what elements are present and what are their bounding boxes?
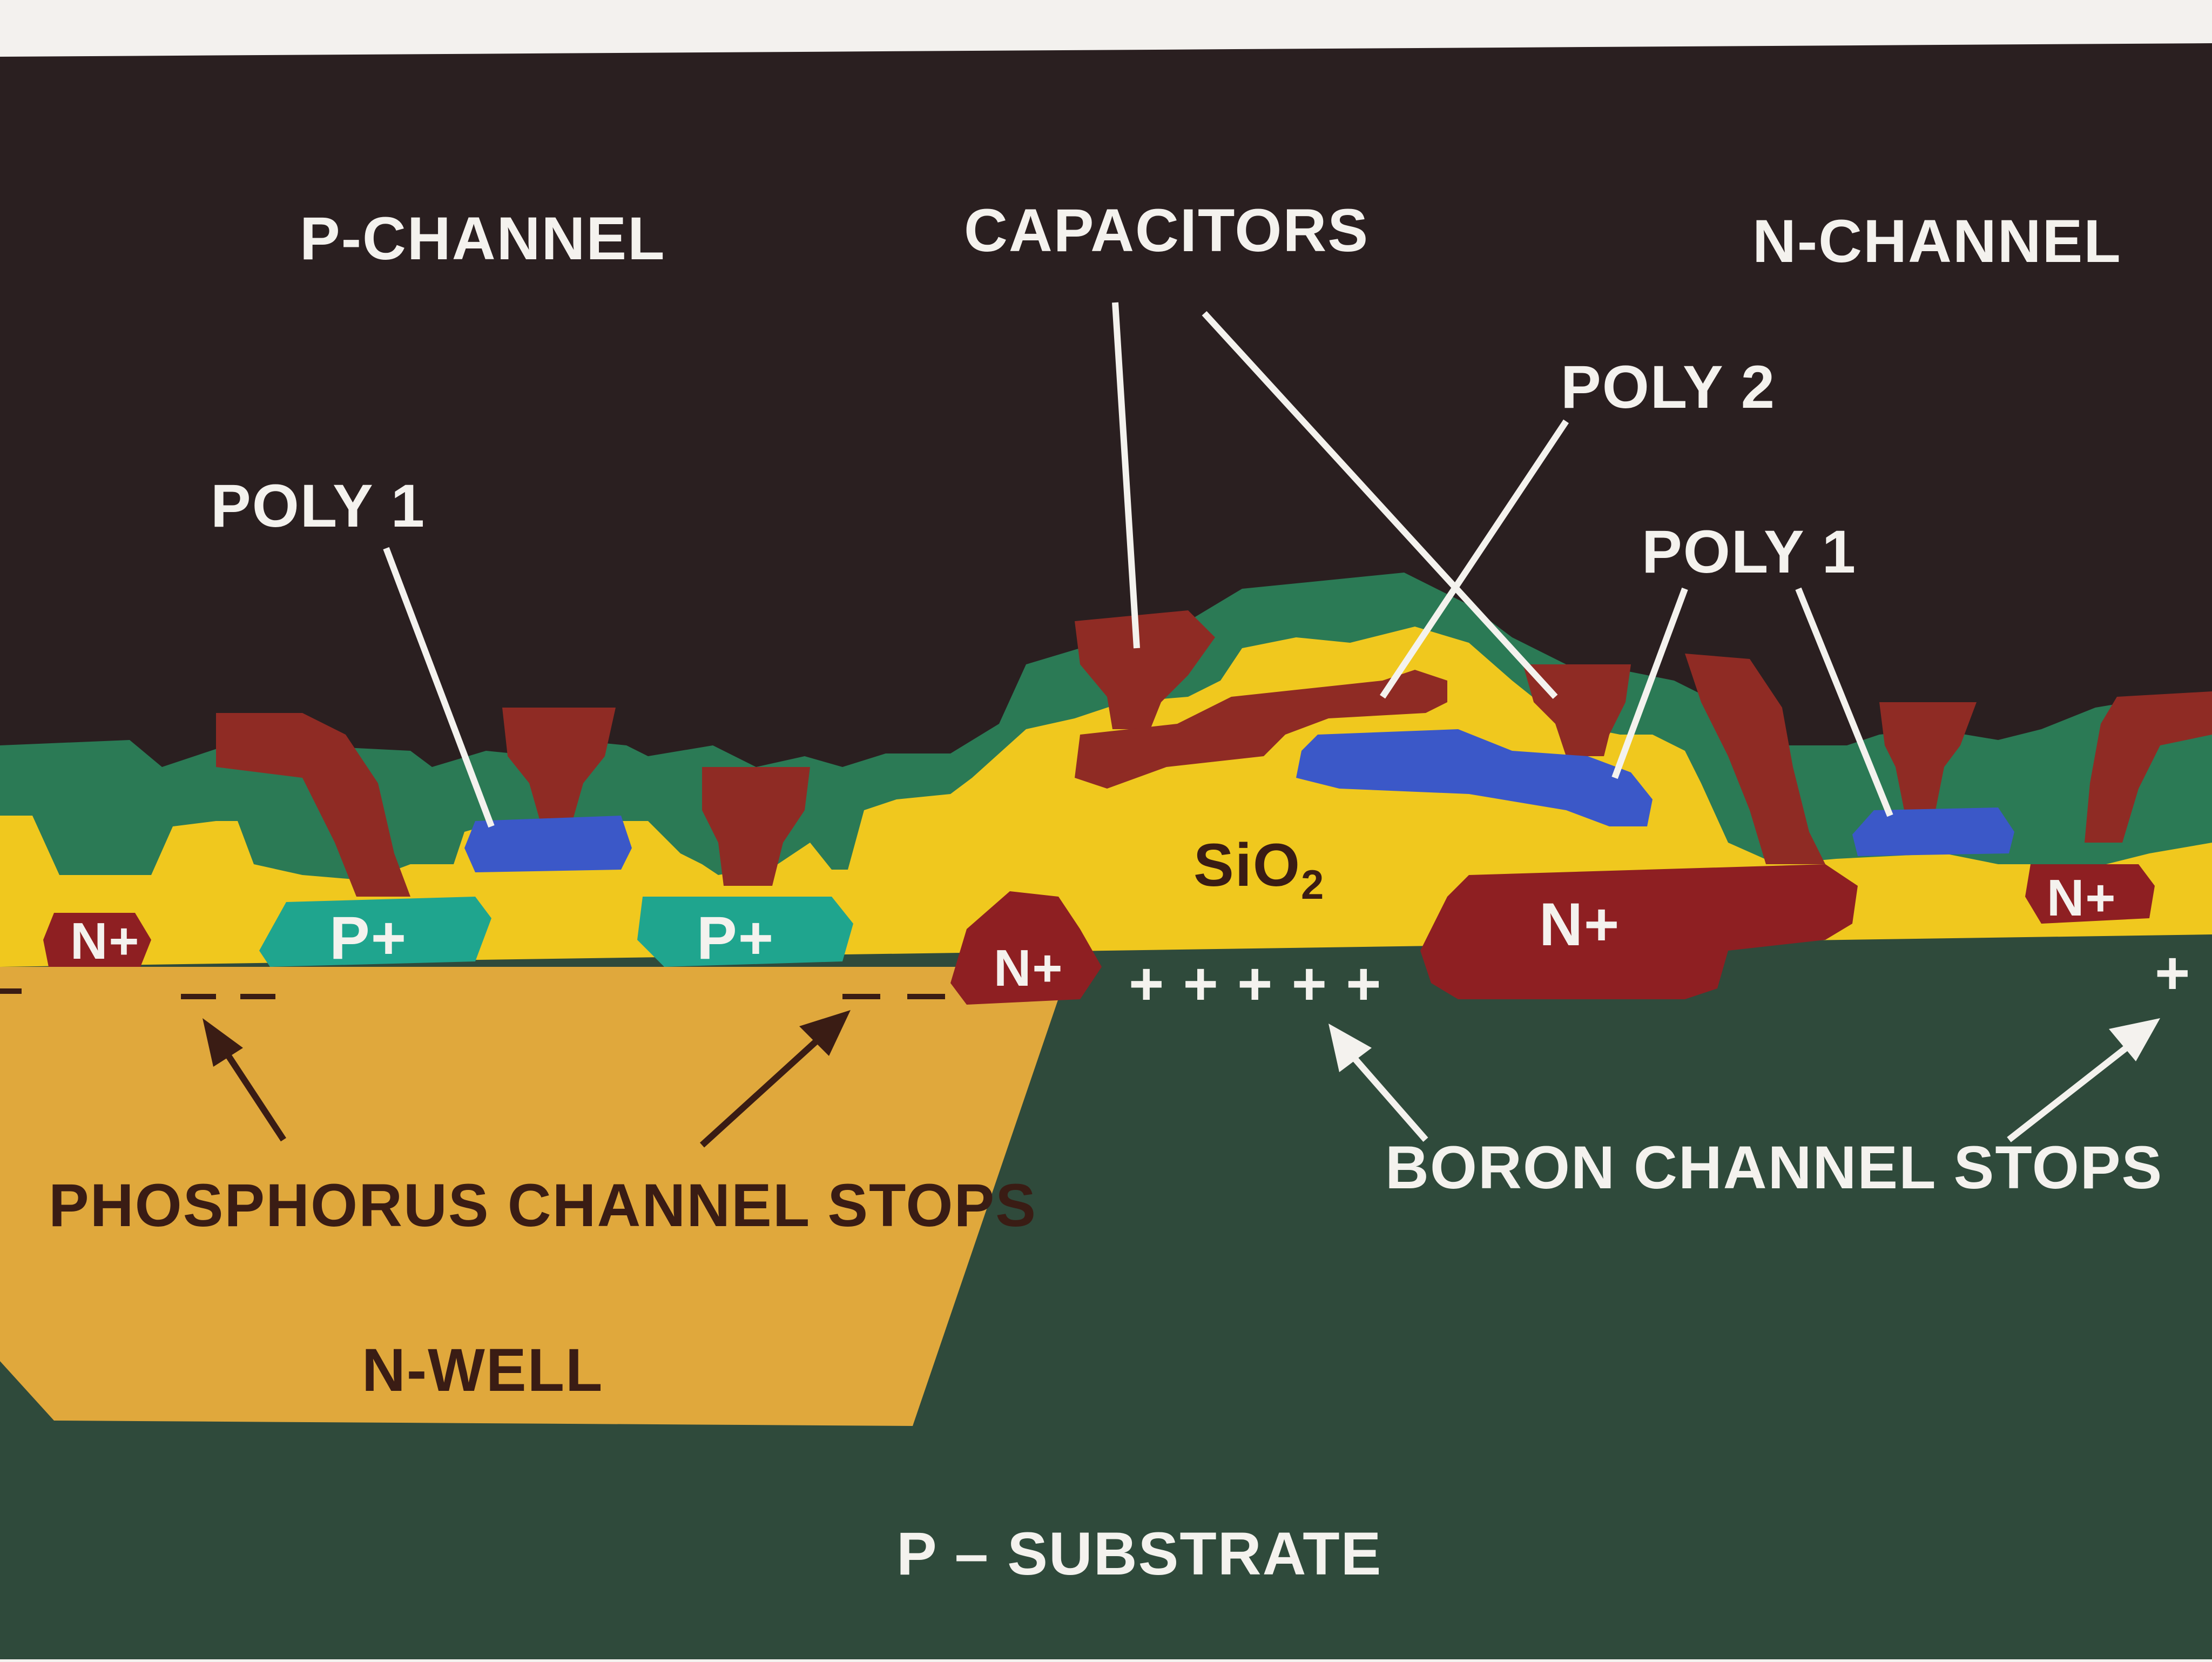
region-label-p-plus-2: P+: [697, 904, 774, 972]
poly-red-top-contact: [1075, 610, 1215, 729]
arrow-phosphorus-left: [218, 1043, 287, 1142]
label-phosphorus-channel-stops: PHOSPHORUS CHANNEL STOPS: [49, 1172, 1037, 1239]
n-plus-region-4: [2025, 864, 2155, 924]
arrows: [203, 1010, 2160, 1148]
n-plus-region-1: [43, 913, 151, 967]
poly1-capacitor-plate: [1296, 729, 1653, 826]
leader-line-capacitor-1: [1112, 302, 1140, 649]
boron-plus-marker-right: +: [2155, 939, 2191, 1007]
poly-red-contact-1: [502, 708, 616, 821]
arrow-boron-left: [1347, 1051, 1428, 1142]
leader-line-poly1-right-b: [1795, 587, 1893, 817]
poly-red-right-1: [1685, 654, 1825, 864]
n-plus-region-right-large: [1420, 864, 1858, 999]
label-capacitors: CAPACITORS: [964, 197, 1369, 264]
region-label-n-plus-4: N+: [2047, 869, 2116, 927]
poly-red-left-cap: [216, 713, 410, 897]
arrow-head-phosphorus-right: [799, 1010, 851, 1056]
n-plus-region-2: [950, 891, 1102, 1005]
arrow-head-boron-right: [2109, 1018, 2160, 1061]
poly-red-right-3: [2085, 691, 2212, 843]
n-well-region: [0, 967, 1069, 1426]
label-poly2: POLY 2: [1561, 353, 1776, 421]
label-sio2-base: SiO: [1193, 831, 1301, 899]
label-poly1-left: POLY 1: [211, 472, 426, 540]
p-plus-region-2: [637, 897, 853, 967]
region-label-n-plus-1: N+: [70, 912, 140, 970]
label-sio2-subscript: 2: [1301, 862, 1325, 908]
label-p-substrate: P – SUBSTRATE: [896, 1520, 1382, 1587]
label-n-well: N-WELL: [362, 1336, 603, 1404]
label-n-channel: N-CHANNEL: [1752, 207, 2122, 275]
arrow-head-phosphorus-left: [203, 1018, 243, 1067]
label-boron-channel-stops: BORON CHANNEL STOPS: [1385, 1134, 2163, 1201]
leader-line-poly1-left: [383, 547, 495, 828]
region-label-n-plus-3: N+: [1539, 891, 1620, 958]
boron-plus-markers: + + + + +: [1129, 950, 1382, 1018]
label-p-channel: P-CHANNEL: [300, 205, 666, 272]
arrow-head-boron-left: [1328, 1024, 1372, 1072]
poly1-gate-right: [1852, 808, 2014, 856]
region-label-p-plus-1: P+: [329, 904, 407, 972]
label-sio2: SiO2: [1193, 831, 1325, 908]
arrow-phosphorus-right: [699, 1034, 824, 1148]
region-label-n-plus-2: N+: [994, 939, 1063, 997]
leader-line-poly2: [1380, 419, 1569, 699]
poly2-capacitor-plate: [1075, 670, 1447, 789]
leader-line-poly1-right-a: [1611, 587, 1688, 779]
p-plus-region-1: [259, 897, 491, 967]
poly1-gate-left: [464, 816, 632, 872]
leader-line-capacitor-2: [1202, 311, 1558, 699]
leader-lines: [383, 302, 1893, 828]
poly-red-right-2: [1879, 702, 1977, 821]
arrow-boron-right: [2007, 1040, 2135, 1142]
phosphorus-channel-stop-marks: [0, 988, 945, 999]
label-poly1-right: POLY 1: [1642, 518, 1857, 586]
poly-red-contact-2: [702, 767, 810, 886]
